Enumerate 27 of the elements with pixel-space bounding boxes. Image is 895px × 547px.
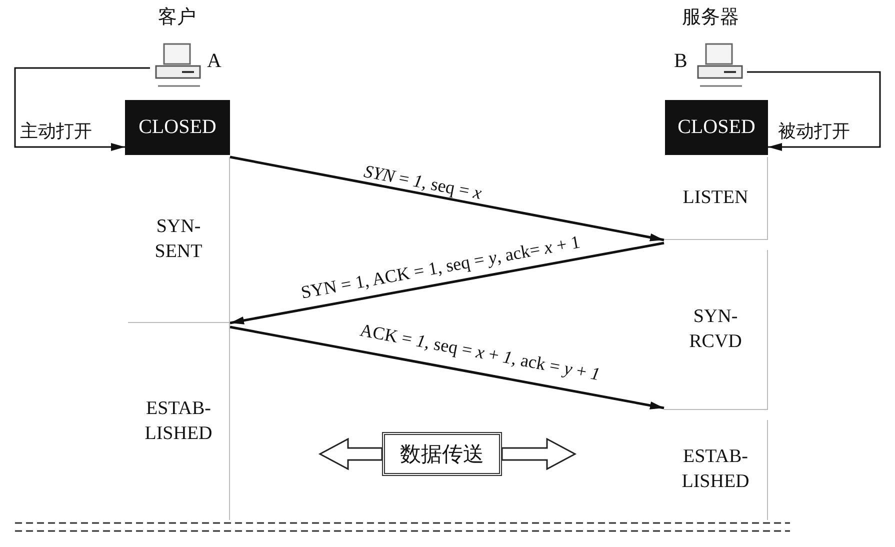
- arrow: [230, 156, 664, 242]
- state-name: SYN- RCVD: [688, 304, 743, 354]
- state-region: [128, 157, 230, 323]
- state-name: LISTEN: [682, 186, 750, 210]
- edge-label: 主动打开: [20, 122, 92, 142]
- edge-label: 被动打开: [778, 122, 850, 142]
- state-name: ESTAB- LISHED: [144, 396, 214, 446]
- host-letter: A: [207, 50, 222, 73]
- state-box: CLOSED: [125, 100, 230, 155]
- edge-label: ACK = 1, seq = x + 1, ack = y + 1: [358, 320, 602, 386]
- hollow-arrow: [318, 438, 383, 470]
- host-title: 客户: [158, 5, 196, 30]
- arrow: [747, 71, 881, 151]
- state-name: ESTAB- LISHED: [680, 445, 750, 494]
- state-region: [664, 250, 768, 410]
- host-title: 服务器: [682, 5, 739, 30]
- arrow: [230, 242, 664, 324]
- host-letter: B: [674, 50, 688, 73]
- state-name: SYN- SENT: [154, 214, 204, 264]
- state-box: CLOSED: [665, 100, 768, 155]
- state-region: [664, 157, 768, 240]
- edge-label: SYN = 1, seq = x: [362, 162, 483, 204]
- arrow: [14, 67, 150, 151]
- process-box: 数据传送: [382, 432, 502, 476]
- hollow-arrow: [501, 438, 577, 470]
- edge-label: SYN = 1, ACK = 1, seq = y, ack= x + 1: [299, 232, 582, 304]
- arrow: [230, 326, 664, 410]
